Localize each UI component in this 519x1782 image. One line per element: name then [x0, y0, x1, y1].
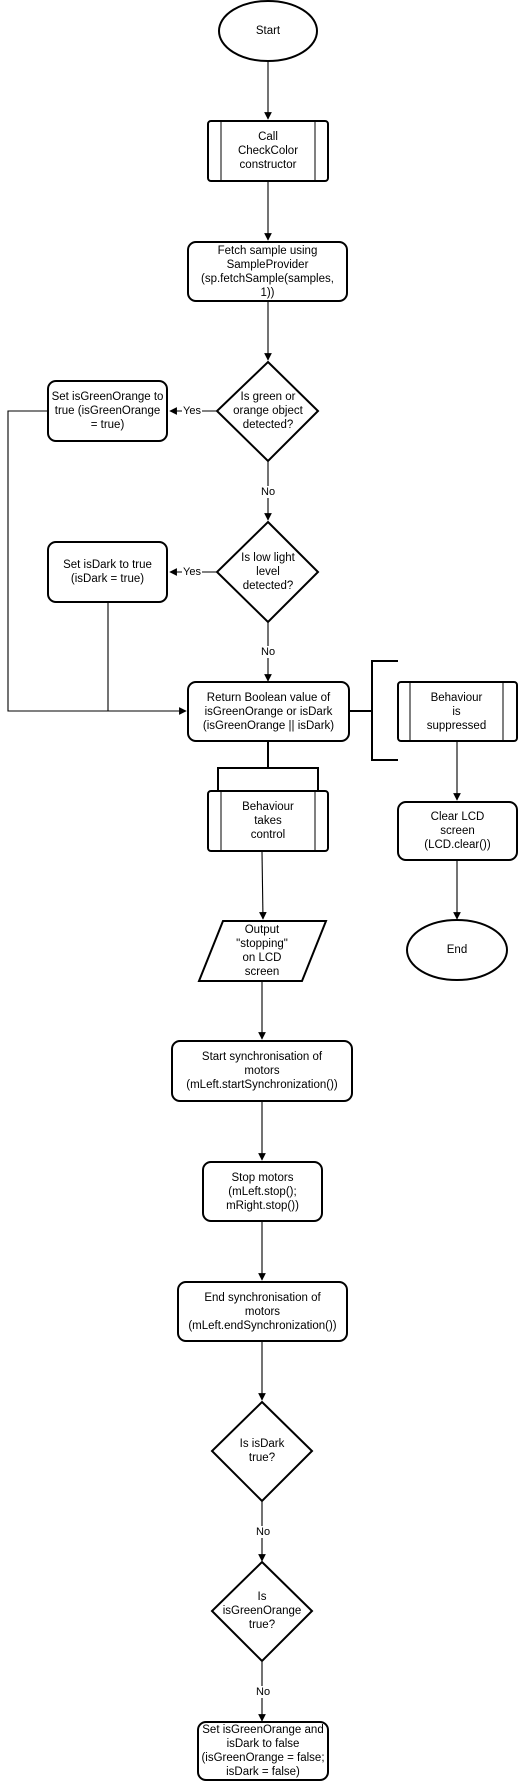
end-terminal [406, 919, 508, 981]
return-boolean-box [187, 681, 350, 742]
fetch-sample-box [187, 241, 348, 302]
reset-flags-box [197, 1721, 329, 1781]
start-sync-label: Start synchronisation of motors (mLeft.s… [186, 1051, 338, 1091]
stop-motors-box [202, 1161, 323, 1222]
behaviour-suppressed-process [397, 681, 518, 742]
decision-is-dark-label: Is isDark true? [239, 1438, 285, 1464]
shapes [47, 0, 518, 1781]
bracket-takes-control [217, 742, 269, 790]
set-green-orange-label: Set isGreenOrange to true (isGreenOrange… [51, 391, 164, 431]
decision-low-light-shape [215, 520, 320, 624]
edge-label-yes-2: Yes [182, 566, 202, 578]
behaviour-takes-control-label: Behaviour takes control [242, 801, 294, 841]
decision-green-orange-shape [215, 360, 320, 463]
call-constructor-label: Call CheckColor constructor [237, 131, 299, 171]
edge-set-green-to-return [7, 410, 187, 715]
start-label: Start [255, 25, 281, 37]
return-boolean-label: Return Boolean value of isGreenOrange or… [202, 691, 335, 732]
set-dark-box [47, 541, 168, 603]
set-dark-label: Set isDark to true (isDark = true) [63, 559, 152, 585]
stop-motors-label: Stop motors (mLeft.stop(); mRight.stop()… [226, 1171, 299, 1212]
end-sync-box [177, 1281, 348, 1342]
behaviour-suppressed-label: Behaviour is suppressed [426, 691, 487, 732]
clear-lcd-label: Clear LCD screen (LCD.clear()) [424, 811, 491, 851]
edge-label-no-3: No [255, 1526, 272, 1538]
decision-is-green-orange-label: Is isGreenOrange true? [222, 1591, 302, 1631]
behaviour-takes-control-process [207, 790, 329, 852]
edge-label-yes-1: Yes [182, 405, 202, 417]
end-label: End [446, 944, 468, 956]
bracket-suppressed [371, 660, 398, 761]
start-terminal [218, 0, 318, 62]
fetch-sample-label: Fetch sample using SampleProvider (sp.fe… [201, 244, 334, 299]
connectors [7, 62, 461, 1722]
decision-is-dark-shape [210, 1400, 314, 1503]
reset-flags-label: Set isGreenOrange and isDark to false (i… [201, 1724, 325, 1778]
set-green-orange-box [47, 380, 168, 442]
edge-label-no-1: No [260, 486, 277, 498]
end-sync-label: End synchronisation of motors (mLeft.end… [188, 1291, 337, 1332]
output-stopping-shape [197, 920, 328, 982]
clear-lcd-box [397, 801, 518, 861]
decision-low-light-label: Is low light level detected? [241, 552, 295, 592]
call-constructor-process [207, 120, 329, 182]
edge-label-no-2: No [260, 646, 277, 658]
edge-control-to-output [259, 851, 267, 920]
start-sync-box [171, 1040, 353, 1102]
edge-label-no-4: No [255, 1686, 272, 1698]
output-stopping-label: Output "stopping" on LCD screen [236, 924, 288, 978]
decision-is-green-orange-shape [210, 1560, 314, 1663]
decision-green-orange-label: Is green or orange object detected? [233, 391, 303, 431]
bracket-takes-control-right [268, 767, 319, 790]
